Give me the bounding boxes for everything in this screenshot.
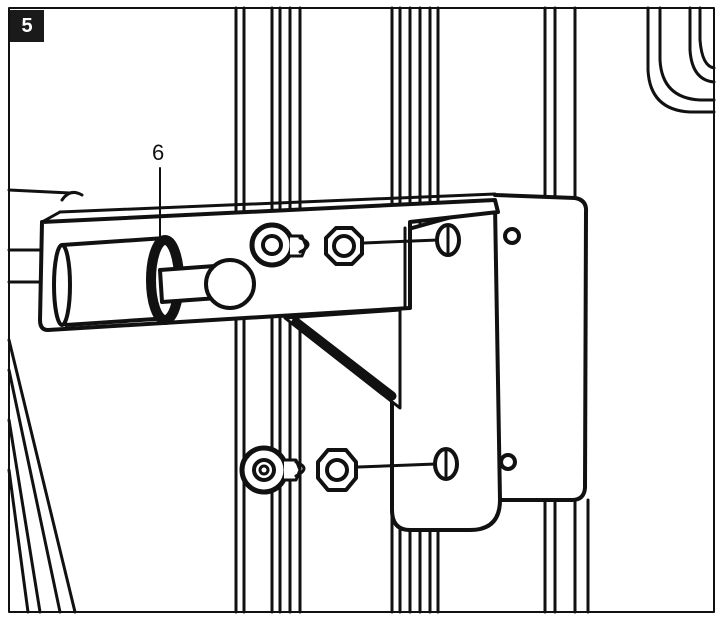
callout-label-6: 6 (152, 140, 165, 165)
diagonal-legs (7, 338, 77, 614)
l-bracket-plate (390, 203, 502, 532)
pipe-bend (646, 6, 716, 114)
plate-bolt-top (503, 227, 521, 245)
cylinder-handle (52, 235, 256, 327)
lower-bolt-assembly (239, 445, 459, 495)
step-number-badge: 5 (10, 10, 44, 42)
handle-knob (204, 258, 256, 310)
image-border (8, 7, 715, 613)
upper-bolt-assembly (249, 222, 461, 268)
horizontal-bar (7, 188, 84, 284)
rear-mounting-plate (493, 193, 589, 502)
